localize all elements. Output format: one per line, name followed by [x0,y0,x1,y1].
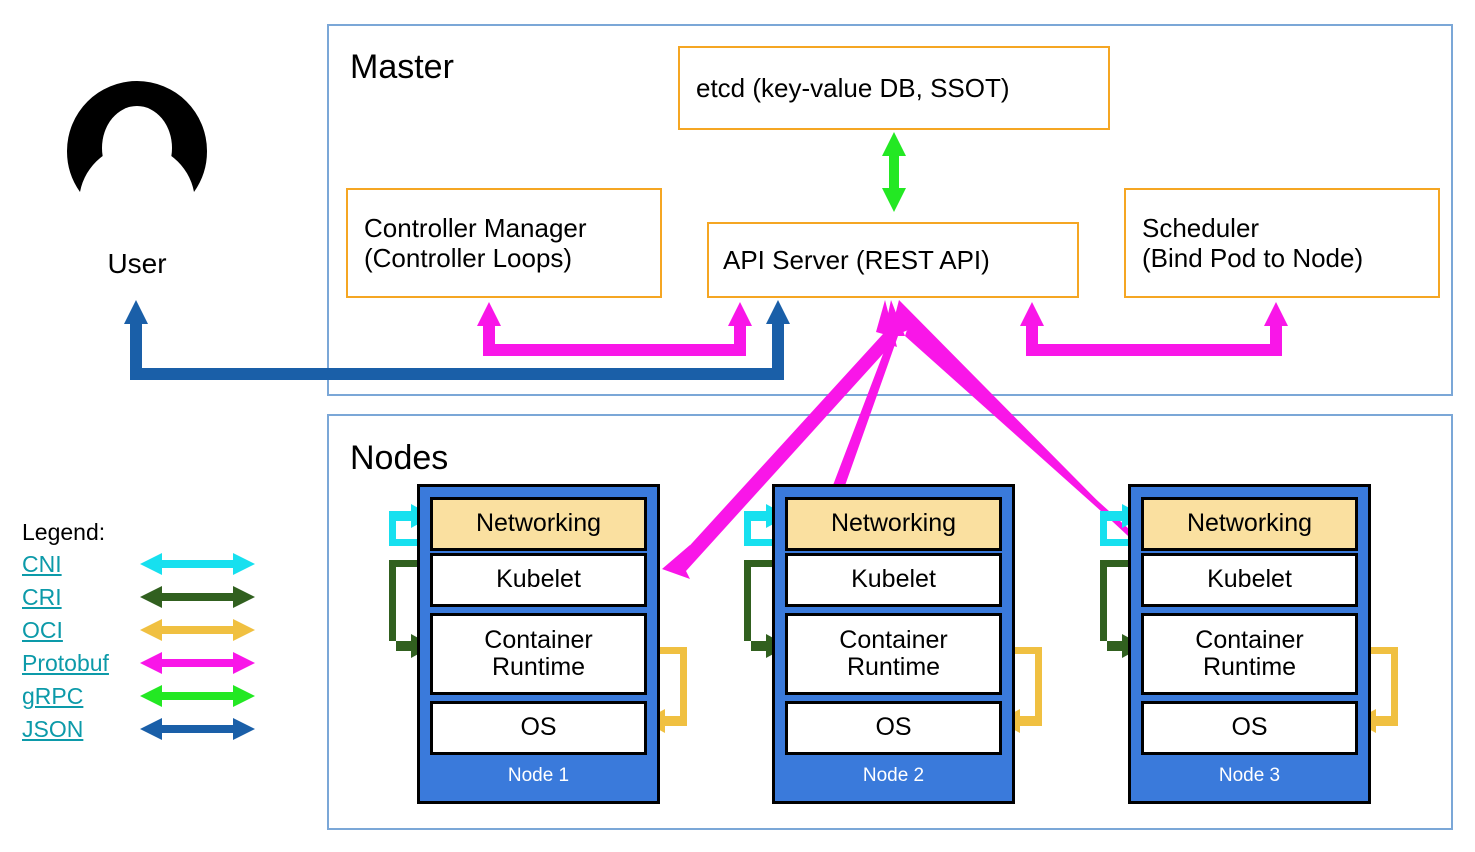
legend-label-protobuf[interactable]: Protobuf [22,649,109,676]
node-2[interactable]: Networking Kubelet Container Runtime OS … [772,484,1015,804]
scheduler-label: Scheduler (Bind Pod to Node) [1142,212,1364,273]
api-server-box[interactable]: API Server (REST API) [707,222,1079,298]
legend-arrow-grpc [140,684,255,707]
legend-item-cri[interactable]: CRI [22,580,255,613]
node-3-os-row[interactable]: OS [1141,701,1358,755]
legend-label-cri[interactable]: CRI [22,583,62,610]
legend-title: Legend: [22,519,106,545]
legend-arrow-json [140,717,255,740]
etcd-label: etcd (key-value DB, SSOT) [696,72,1010,103]
node-3-container-runtime-row[interactable]: Container Runtime [1141,613,1358,695]
node-2-os-row[interactable]: OS [785,701,1002,755]
etcd-box[interactable]: etcd (key-value DB, SSOT) [678,46,1110,130]
node-1-os-label: OS [520,713,557,742]
node-1-networking-row[interactable]: Networking [430,497,647,551]
node-2-kubelet-row[interactable]: Kubelet [785,553,1002,607]
nodes-group-title: Nodes [350,439,449,477]
node-1-container-runtime-label: Container Runtime [484,625,593,681]
node-3[interactable]: Networking Kubelet Container Runtime OS … [1128,484,1371,804]
node-2-networking-row[interactable]: Networking [785,497,1002,551]
node-2-label: Node 2 [862,765,925,786]
node-3-os-label: OS [1231,713,1268,742]
legend-arrow-oci [140,618,255,641]
controller-manager-box[interactable]: Controller Manager (Controller Loops) [346,188,662,298]
node-3-networking-label: Networking [1186,509,1313,538]
legend-item-protobuf[interactable]: Protobuf [22,646,255,679]
node-1-networking-label: Networking [475,509,602,538]
node-1-kubelet-row[interactable]: Kubelet [430,553,647,607]
api-server-label: API Server (REST API) [723,244,990,275]
user-label: User [107,248,167,279]
legend-item-json[interactable]: JSON [22,712,255,745]
node-1-os-row[interactable]: OS [430,701,647,755]
legend-label-grpc[interactable]: gRPC [22,682,84,709]
node-2-os-label: OS [875,713,912,742]
legend-arrow-cri [140,585,255,608]
master-group-title: Master [350,48,454,86]
scheduler-box[interactable]: Scheduler (Bind Pod to Node) [1124,188,1440,298]
user-avatar-icon [66,81,208,192]
legend-item-oci[interactable]: OCI [22,613,255,646]
node-3-label: Node 3 [1218,765,1281,786]
node-3-kubelet-row[interactable]: Kubelet [1141,553,1358,607]
node-1-container-runtime-row[interactable]: Container Runtime [430,613,647,695]
node-3-networking-row[interactable]: Networking [1141,497,1358,551]
legend-item-cni[interactable]: CNI [22,547,255,580]
node-1[interactable]: Networking Kubelet Container Runtime OS … [417,484,660,804]
legend-arrow-cni [140,552,255,575]
legend-label-cni[interactable]: CNI [22,550,62,577]
legend-arrow-protobuf [140,651,255,674]
controller-manager-label: Controller Manager (Controller Loops) [364,212,587,273]
node-3-container-runtime-label: Container Runtime [1195,625,1304,681]
node-2-container-runtime-label: Container Runtime [839,625,948,681]
node-3-kubelet-label: Kubelet [1207,565,1292,594]
legend-label-oci[interactable]: OCI [22,616,63,643]
legend: Legend: CNI CRI OCI Protobuf [22,517,255,745]
node-2-container-runtime-row[interactable]: Container Runtime [785,613,1002,695]
node-1-kubelet-label: Kubelet [496,565,581,594]
node-1-label: Node 1 [507,765,570,786]
node-2-networking-label: Networking [830,509,957,538]
node-2-kubelet-label: Kubelet [851,565,936,594]
legend-label-json[interactable]: JSON [22,715,84,742]
legend-item-grpc[interactable]: gRPC [22,679,255,712]
